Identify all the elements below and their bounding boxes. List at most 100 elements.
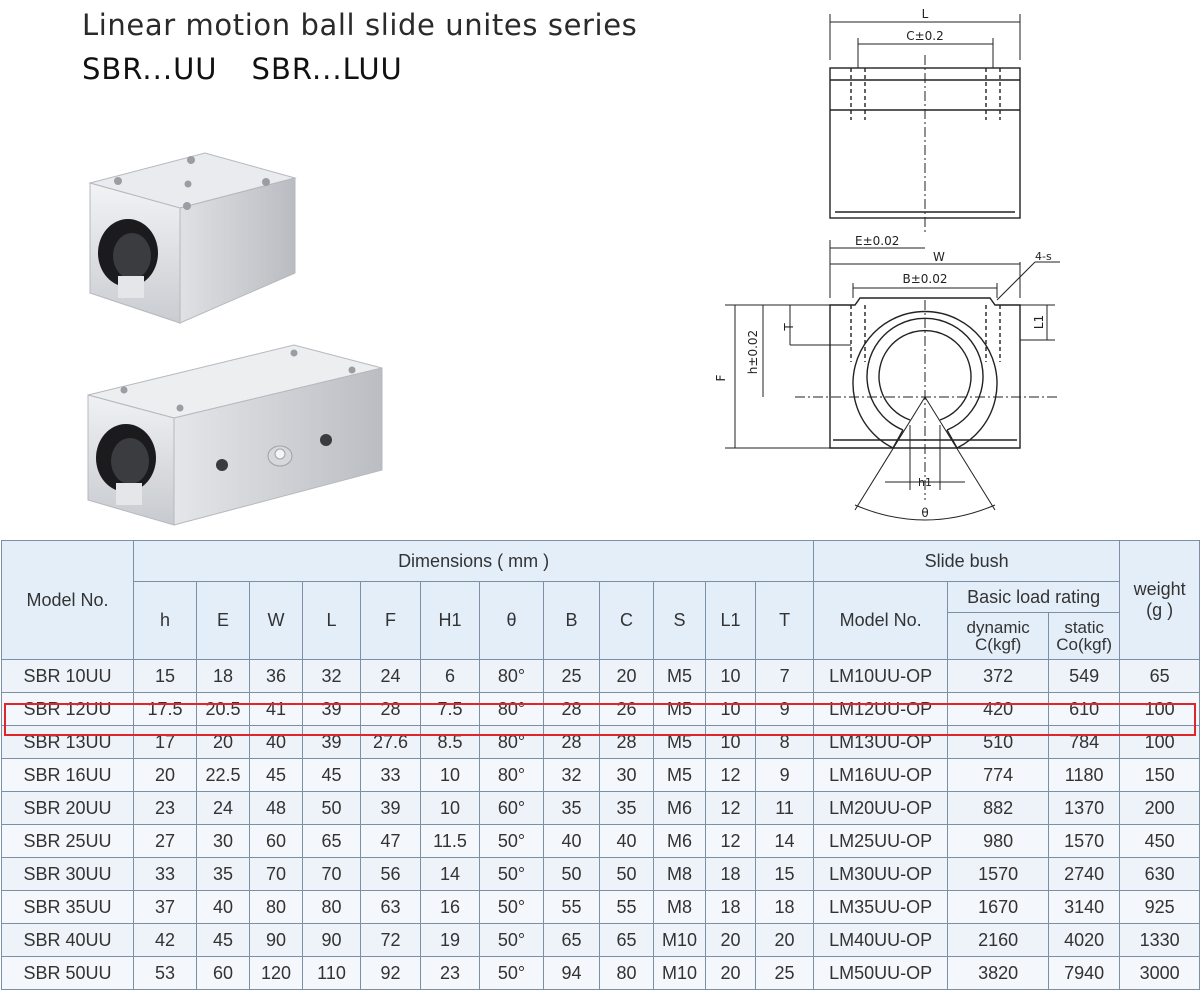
table-cell: 25 — [754, 956, 815, 990]
table-cell: M6 — [653, 791, 706, 825]
dim-F: F — [714, 374, 728, 381]
header-dim-l: L — [302, 581, 361, 660]
table-cell: SBR 20UU — [1, 791, 134, 825]
table-cell: 80 — [302, 890, 361, 924]
table-cell: 24 — [196, 791, 250, 825]
table-cell: 80° — [479, 659, 544, 693]
table-cell: 2160 — [947, 923, 1050, 957]
table-cell: 35 — [543, 791, 600, 825]
table-cell: M5 — [653, 692, 706, 726]
table-cell: 10 — [705, 692, 756, 726]
header-dim-t: T — [754, 581, 815, 660]
table-cell: 65 — [302, 824, 361, 858]
table-cell: 39 — [302, 725, 361, 759]
table-cell: 70 — [249, 857, 303, 891]
table-cell: 27 — [133, 824, 197, 858]
table-cell: 18 — [196, 659, 250, 693]
table-cell: 15 — [133, 659, 197, 693]
dim-h: h±0.02 — [746, 330, 760, 374]
table-cell: LM13UU-OP — [813, 725, 949, 759]
table-cell: 1370 — [1048, 791, 1121, 825]
table-cell: 372 — [947, 659, 1050, 693]
dim-theta: θ — [921, 506, 928, 520]
table-cell: 12 — [705, 824, 756, 858]
table-cell: 17 — [133, 725, 197, 759]
table-cell: 90 — [302, 923, 361, 957]
dim-S: 4-s — [1035, 250, 1052, 263]
table-cell: 17.5 — [133, 692, 197, 726]
dim-C: C±0.2 — [906, 29, 944, 43]
table-cell: LM25UU-OP — [813, 824, 949, 858]
table-cell: 9 — [754, 692, 815, 726]
table-cell: M5 — [653, 725, 706, 759]
header-dim-l1: L1 — [705, 581, 756, 660]
table-cell: 50° — [479, 857, 544, 891]
table-cell: 30 — [599, 758, 654, 792]
table-cell: 45 — [196, 923, 250, 957]
table-cell: 60 — [249, 824, 303, 858]
table-cell: 925 — [1119, 890, 1200, 924]
table-cell: 549 — [1048, 659, 1121, 693]
table-cell: 14 — [420, 857, 480, 891]
table-cell: 55 — [543, 890, 600, 924]
table-cell: 36 — [249, 659, 303, 693]
header-dynamic-unit: C(kgf) — [975, 635, 1022, 654]
table-cell: 50° — [479, 890, 544, 924]
table-cell: 4020 — [1048, 923, 1121, 957]
page-title: Linear motion ball slide unites series — [82, 8, 638, 42]
table-cell: 25 — [543, 659, 600, 693]
table-cell: 630 — [1119, 857, 1200, 891]
dim-h1: h1 — [918, 476, 932, 489]
table-cell: 10 — [420, 758, 480, 792]
table-cell: 50 — [599, 857, 654, 891]
table-cell: 40 — [196, 890, 250, 924]
table-cell: 10 — [420, 791, 480, 825]
table-cell: 3140 — [1048, 890, 1121, 924]
table-cell: 1330 — [1119, 923, 1200, 957]
table-cell: 80° — [479, 692, 544, 726]
header-dim-h1: H1 — [420, 581, 480, 660]
header-model-no: Model No. — [1, 540, 134, 660]
table-cell: 28 — [543, 725, 600, 759]
table-cell: M5 — [653, 758, 706, 792]
table-cell: 53 — [133, 956, 197, 990]
table-cell: 28 — [360, 692, 421, 726]
table-cell: 784 — [1048, 725, 1121, 759]
table-cell: 47 — [360, 824, 421, 858]
table-cell: 11 — [754, 791, 815, 825]
table-cell: 150 — [1119, 758, 1200, 792]
table-cell: 90 — [249, 923, 303, 957]
header-dynamic-label: dynamic — [966, 618, 1030, 637]
table-cell: 45 — [302, 758, 361, 792]
table-cell: 20 — [705, 923, 756, 957]
table-cell: 7 — [754, 659, 815, 693]
spec-table: Model No. Dimensions ( mm ) Slide bush w… — [1, 540, 1200, 990]
dim-L: L — [922, 7, 929, 21]
table-cell: 28 — [543, 692, 600, 726]
table-cell: M10 — [653, 956, 706, 990]
header-dim-h: h — [133, 581, 197, 660]
table-cell: SBR 12UU — [1, 692, 134, 726]
table-cell: 10 — [705, 659, 756, 693]
table-cell: 10 — [705, 725, 756, 759]
table-cell: 50 — [302, 791, 361, 825]
table-cell: 80 — [249, 890, 303, 924]
table-cell: LM10UU-OP — [813, 659, 949, 693]
header-weight-unit: (g ) — [1146, 600, 1174, 620]
table-cell: 7.5 — [420, 692, 480, 726]
table-cell: 94 — [543, 956, 600, 990]
table-cell: 1570 — [947, 857, 1050, 891]
table-cell: 41 — [249, 692, 303, 726]
table-cell: 39 — [360, 791, 421, 825]
table-cell: 32 — [543, 758, 600, 792]
table-cell: M8 — [653, 890, 706, 924]
table-cell: 48 — [249, 791, 303, 825]
table-cell: 100 — [1119, 725, 1200, 759]
table-cell: 18 — [705, 890, 756, 924]
table-cell: LM30UU-OP — [813, 857, 949, 891]
